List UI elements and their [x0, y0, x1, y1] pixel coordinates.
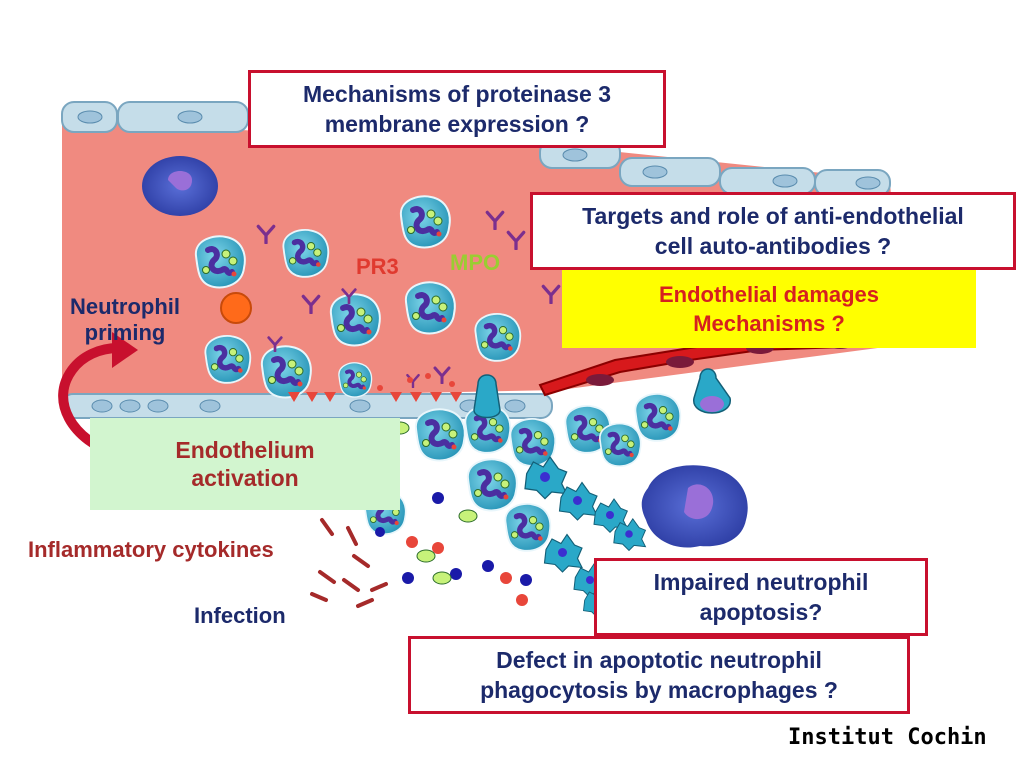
macrophage [641, 465, 748, 548]
proteinase-line-2: membrane expression ? [324, 111, 590, 137]
antibodies-box: Targets and role of anti-endothelial cel… [530, 192, 1016, 270]
upper-endothelium [61, 101, 891, 197]
apoptosis-line-2: apoptosis? [699, 599, 823, 625]
activation-arrow [58, 332, 138, 461]
proteinase-line-1: Mechanisms of proteinase 3 [302, 81, 612, 107]
cytokines-label: Inflammatory cytokines [28, 537, 274, 562]
infection-particles [375, 421, 532, 606]
priming-stimulus [220, 292, 252, 324]
phagocytosis-line-2: phagocytosis by macrophages ? [480, 677, 838, 703]
activation-label: Endothelium activation [155, 436, 335, 492]
damage-panel: Endothelial damages Mechanisms ? [562, 270, 976, 348]
antibodies-line-2: cell auto-antibodies ? [654, 233, 892, 259]
priming-line-2: priming [84, 320, 166, 345]
cytokine-dashes [310, 518, 388, 608]
migrating-cells [473, 368, 731, 419]
mpo-label: MPO [450, 250, 501, 275]
priming-line-1: Neutrophil [70, 294, 180, 319]
adhesion-molecules [288, 373, 462, 402]
phagocytosis-line-1: Defect in apoptotic neutrophil [496, 647, 822, 673]
damage-line-2: Mechanisms ? [693, 311, 845, 336]
activation-panel [90, 418, 400, 510]
proteinase-box: Mechanisms of proteinase 3 membrane expr… [248, 70, 666, 148]
apoptosis-line-1: Impaired neutrophil [653, 569, 869, 595]
activation-line-1: Endothelium [175, 437, 315, 463]
activation-line-2: activation [191, 465, 299, 491]
infection-label: Infection [194, 603, 286, 628]
institute-label: Institut Cochin [788, 725, 987, 750]
apoptosis-box: Impaired neutrophil apoptosis? [594, 558, 928, 636]
priming-label: Neutrophil priming [70, 294, 180, 346]
antibodies-line-1: Targets and role of anti-endothelial [582, 203, 964, 229]
monocyte [142, 156, 218, 216]
damage-line-1: Endothelial damages [658, 282, 880, 307]
phagocytosis-box: Defect in apoptotic neutrophil phagocyto… [408, 636, 910, 714]
pr3-label: PR3 [356, 254, 399, 279]
